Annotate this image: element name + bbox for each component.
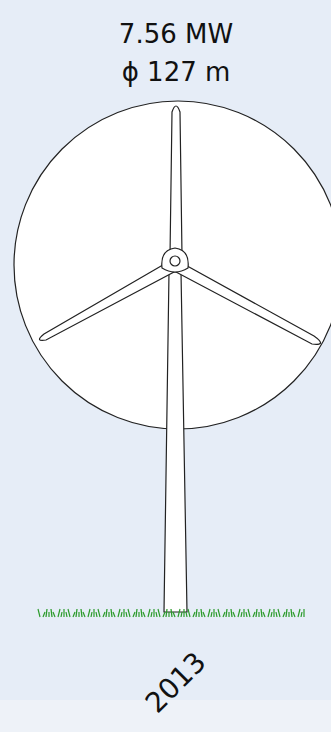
nacelle [162,248,188,272]
grass [38,609,304,617]
blade-left [39,262,174,340]
power-rating: 7.56 MW [119,19,233,49]
rotor-diameter: ϕ 127 m [122,57,231,87]
tower [164,272,187,612]
blade-right [176,262,321,344]
hub [170,256,180,266]
blade-up [170,106,182,256]
